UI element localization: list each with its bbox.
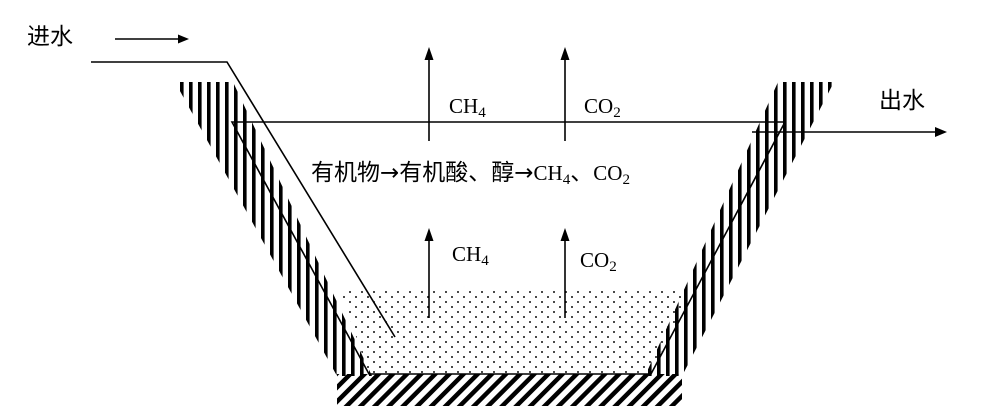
co2-label-top: CO2: [584, 94, 621, 121]
ch4-label-top: CH4: [449, 94, 486, 121]
co2-release-arrow-top: [560, 47, 570, 141]
pond-floor: [337, 374, 682, 406]
inlet-pipe: [91, 61, 396, 338]
reaction-chain: 有机物→有机酸、醇→: [311, 160, 534, 186]
co2-label-mid-sub: 2: [609, 259, 617, 276]
pond-outline: [230, 121, 787, 375]
co2-label-mid-base: CO: [580, 248, 610, 272]
co2-label-mid: CO2: [580, 248, 617, 275]
inlet-arrow: [115, 34, 189, 44]
co2-label-top-base: CO: [584, 94, 614, 118]
sludge-layer: [340, 290, 690, 374]
co2-rising-arrow: [560, 228, 570, 318]
ch4-label-mid: CH4: [452, 242, 489, 269]
reaction-separator: 、: [570, 160, 594, 186]
reaction-co2-base: CO: [593, 161, 623, 185]
reaction-equation: 有机物→有机酸、醇→CH4、CO2: [311, 160, 631, 189]
outlet-arrow: [752, 127, 947, 137]
inlet-label: 进水: [27, 24, 73, 50]
ch4-release-arrow-top: [424, 47, 434, 141]
ch4-label-mid-sub: 4: [481, 253, 489, 270]
ch4-label-top-base: CH: [449, 94, 479, 118]
outlet-label: 出水: [879, 88, 925, 114]
reaction-ch4-sub: 4: [562, 172, 571, 189]
right-embankment: [645, 82, 834, 376]
ch4-rising-arrow: [424, 228, 434, 318]
reaction-co2-sub: 2: [622, 172, 631, 189]
ch4-label-mid-base: CH: [452, 242, 482, 266]
reaction-ch4-base: CH: [533, 161, 563, 185]
reaction-ch4: CH4: [533, 161, 571, 189]
co2-label-top-sub: 2: [613, 105, 621, 122]
reaction-co2: CO2: [593, 161, 631, 189]
ch4-label-top-sub: 4: [478, 105, 486, 122]
